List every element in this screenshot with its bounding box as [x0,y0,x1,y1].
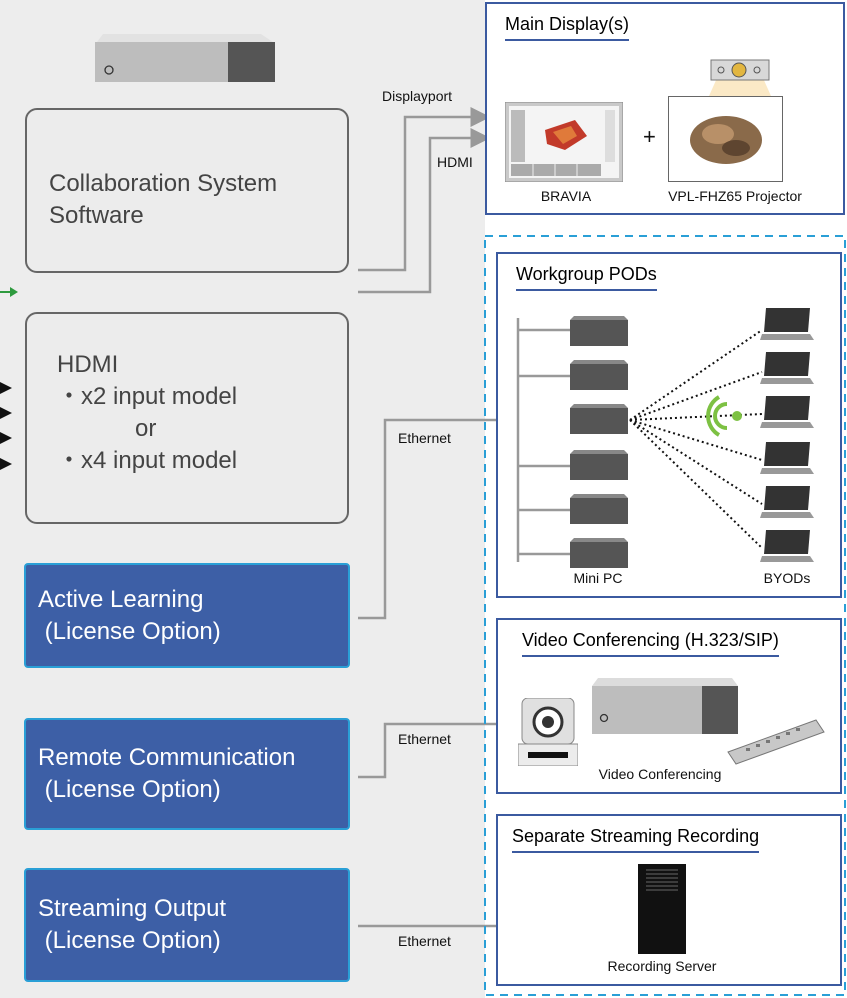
remote-communication-license: (License Option) [38,776,221,803]
ethernet-vc-label: Ethernet [398,731,451,747]
video-conferencing-title: Video Conferencing (H.323/SIP) [522,630,779,657]
ptz-camera-icon [518,698,578,766]
hdmi-connection-label: HDMI [437,154,473,170]
ethernet-pods-label: Ethernet [398,430,451,446]
projector-icon [705,56,775,96]
workgroup-pods-title: Workgroup PODs [516,264,657,291]
collab-line2: Software [49,202,144,229]
ethernet-streaming-label: Ethernet [398,933,451,949]
hdmi-title: HDMI [57,351,119,378]
recording-server-label: Recording Server [607,958,717,974]
hdmi-or: or [135,415,157,442]
main-display-title: Main Display(s) [505,14,630,41]
mini-pc-label: Mini PC [573,570,623,586]
video-conferencing-label: Video Conferencing [598,766,722,782]
plus-sign: + [643,124,656,149]
byods-label: BYODs [763,570,811,586]
active-learning-title: Active Learning [38,585,204,613]
video-conferencing-panel: Video Conferencing (H.323/SIP) Video Con… [496,618,842,794]
streaming-output-box: Streaming Output (License Option) [24,868,350,982]
hdmi-x4-model: ・x4 input model [57,447,238,474]
projector-label: VPL-FHZ65 Projector [668,188,802,204]
streaming-recording-title: Separate Streaming Recording [512,826,760,853]
hdmi-x2-model: ・x2 input model [57,383,238,410]
displayport-label: Displayport [382,88,453,104]
remote-control-icon [726,718,826,766]
recording-server-icon [638,864,686,954]
collab-line1: Collaboration System [49,170,278,197]
hdmi-input-box: HDMI ・x2 input model or ・x4 input model [25,312,349,524]
active-learning-license: (License Option) [38,617,221,645]
main-display-panel: Main Display(s) + [485,2,845,215]
appliance-device-icon [95,20,275,82]
remote-communication-title: Remote Communication [38,744,296,771]
codec-device-icon [592,678,738,734]
active-learning-box: Active Learning (License Option) [24,563,350,668]
bravia-tv-icon [505,102,623,182]
streaming-recording-panel: Separate Streaming Recording Recording S… [496,814,842,986]
remote-communication-box: Remote Communication (License Option) [24,718,350,830]
streaming-output-title: Streaming Output [38,895,227,922]
bravia-label: BRAVIA [540,188,592,204]
streaming-output-license: (License Option) [38,927,221,954]
projection-screen-icon [668,96,783,182]
collaboration-software-box: Collaboration System Software [25,108,349,273]
